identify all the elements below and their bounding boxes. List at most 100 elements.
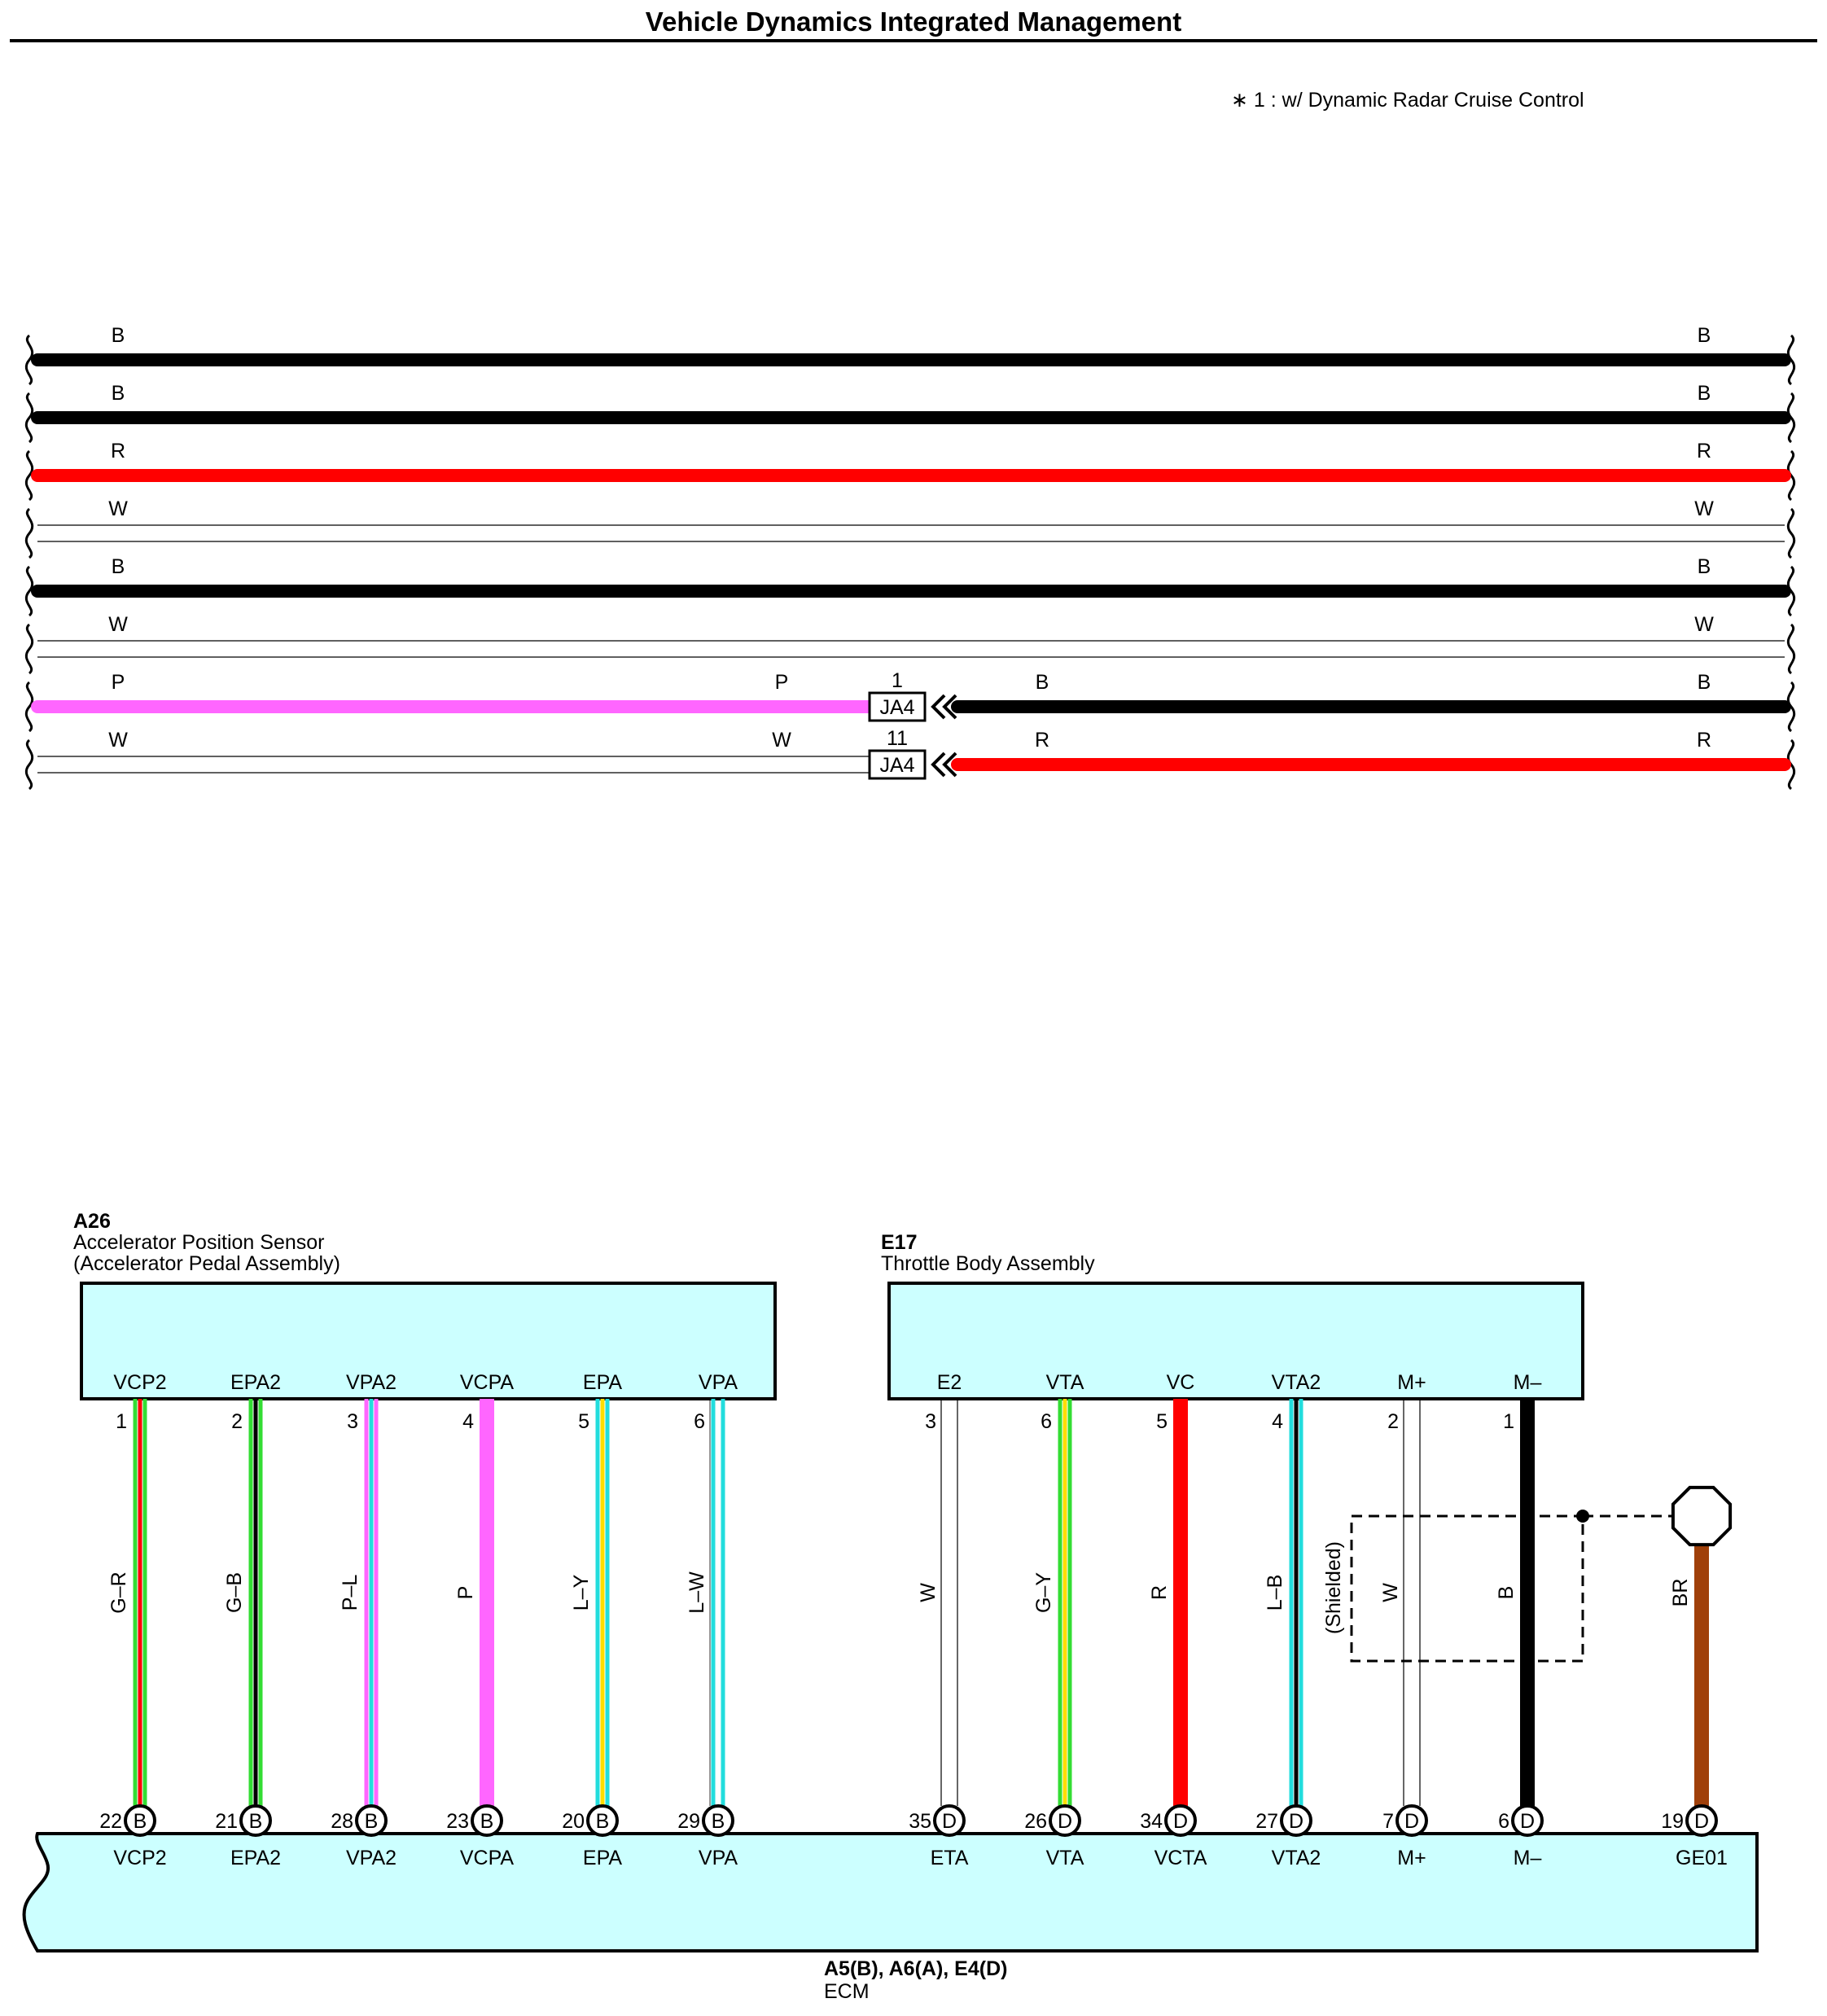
top-pin-number: 3: [925, 1410, 936, 1433]
ecm-connector-code: B: [596, 1810, 610, 1833]
a26-header: A26 Accelerator Position Sensor (Acceler…: [73, 1210, 340, 1275]
ecm-connector-code: B: [480, 1810, 494, 1833]
ecm-terminal-circle: [1685, 1804, 1718, 1837]
ecm-terminal-circle: [471, 1804, 503, 1837]
top-pin-number: 6: [694, 1410, 705, 1433]
ecm-terminal-label: VCTA: [1154, 1847, 1207, 1869]
ecm-terminal-circle: [1280, 1804, 1312, 1837]
shield-splice-dot: [1576, 1510, 1589, 1523]
wire-color-label: B: [112, 382, 125, 405]
ecm-terminal-label: VCP2: [113, 1847, 166, 1869]
ecm-pin-number: 27: [1255, 1810, 1278, 1833]
ecm-terminal-label: GE01: [1676, 1847, 1728, 1869]
e17-header: E17 Throttle Body Assembly: [881, 1231, 1095, 1275]
terminal-label: VPA2: [346, 1371, 397, 1394]
signal-wire: 4L–B D 27: [1255, 1399, 1312, 1837]
ecm-terminal-circle: [586, 1804, 619, 1837]
ecm-pin-number: 19: [1661, 1810, 1684, 1833]
terminal-label: EPA2: [230, 1371, 281, 1394]
terminal-label: VTA2: [1272, 1371, 1321, 1394]
wire-color-label: L–B: [1264, 1575, 1286, 1611]
a26-name: Accelerator Position Sensor: [73, 1231, 324, 1254]
connector-label: JA4: [879, 754, 914, 777]
wire-break-mark: [24, 507, 34, 559]
wire-color-label: B: [1495, 1586, 1518, 1600]
ecm-name: ECM: [824, 1980, 870, 2003]
wire-break-mark: [24, 449, 34, 502]
ecm-pin-number: 26: [1024, 1810, 1047, 1833]
ecm-terminal-label: VTA: [1046, 1847, 1084, 1869]
ecm-connector-code: D: [1058, 1810, 1072, 1833]
wire-break-mark: [24, 392, 34, 444]
wire-color-label: W: [108, 497, 128, 520]
ecm-connector-code: D: [1289, 1810, 1303, 1833]
wire-color-label: P–L: [339, 1575, 361, 1611]
wire-color-label: B: [1698, 382, 1711, 405]
ecm-pin-number: 23: [446, 1810, 469, 1833]
wire-color-label: W: [1694, 497, 1714, 520]
wire-color-label: B: [1036, 671, 1049, 694]
ja4-connector: [868, 691, 927, 722]
wire-break-mark: [24, 334, 34, 386]
a26-box: [80, 1282, 777, 1400]
ecm-connector-code: D: [1694, 1810, 1709, 1833]
wire-break-mark: [24, 565, 34, 617]
top-pin-number: 5: [578, 1410, 589, 1433]
wire-color-label: G–B: [223, 1572, 246, 1613]
wire-color-label: P: [454, 1586, 477, 1600]
terminal-label: EPA: [583, 1371, 622, 1394]
wire-color-label: B: [1698, 555, 1711, 578]
top-pin-number: 1: [1503, 1410, 1514, 1433]
wire-color-label: P: [112, 671, 125, 694]
top-pin-number: 4: [1272, 1410, 1283, 1433]
top-pin-number: 4: [462, 1410, 474, 1433]
ecm-terminal-label: EPA: [583, 1847, 622, 1869]
wire-color-label: W: [917, 1583, 940, 1602]
terminal-label: VPA: [699, 1371, 738, 1394]
wire-color-label: G–Y: [1032, 1572, 1055, 1613]
wire-color-label: B: [112, 555, 125, 578]
ecm-terminal-circle: [933, 1804, 966, 1837]
connector-pin: 1: [892, 669, 903, 692]
ecm-pin-number: 28: [331, 1810, 353, 1833]
wire-color-label: P: [775, 671, 789, 694]
terminal-label: E2: [937, 1371, 962, 1394]
terminal-label: VC: [1167, 1371, 1195, 1394]
ecm-pin-number: 6: [1498, 1810, 1509, 1833]
wire-color-label: G–R: [107, 1571, 130, 1613]
wire-color-label: R: [1697, 440, 1711, 462]
wire-color-label: L–W: [686, 1571, 708, 1614]
wire-segment: [37, 640, 1785, 658]
ecm-connector-code: B: [249, 1810, 263, 1833]
page-title: Vehicle Dynamics Integrated Management: [646, 7, 1181, 37]
wire-color-label: W: [108, 729, 128, 752]
wire-break-mark: [24, 738, 34, 791]
connector-pin: 11: [887, 727, 908, 750]
wire-color-label: R: [1697, 729, 1711, 752]
ecm-terminal-label: ETA: [931, 1847, 969, 1869]
ecm-pin-number: 20: [562, 1810, 585, 1833]
ecm-pin-number: 35: [909, 1810, 931, 1833]
top-pin-number: 2: [231, 1410, 243, 1433]
top-pin-number: 1: [116, 1410, 127, 1433]
ecm-connector-code: D: [1404, 1810, 1419, 1833]
ecm-connector-code: D: [1173, 1810, 1188, 1833]
ja4-connector: [868, 749, 927, 780]
wire-color-label: W: [108, 613, 128, 636]
ecm-terminal-circle: [702, 1804, 734, 1837]
wire-color-label: W: [772, 729, 791, 752]
